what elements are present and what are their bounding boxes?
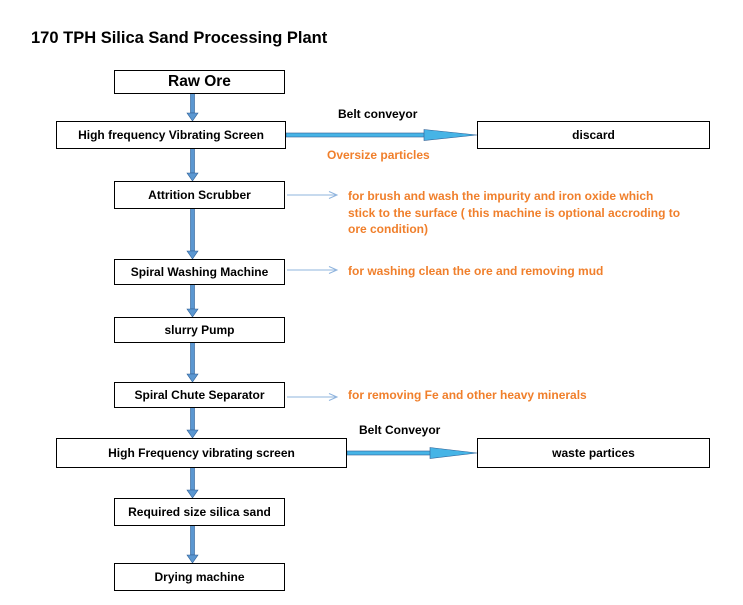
- down-arrow: [186, 147, 199, 182]
- note-line: for removing Fe and other heavy minerals: [348, 388, 587, 402]
- step-drying-machine: Drying machine: [114, 563, 285, 591]
- note-line: for brush and wash the impurity and iron…: [348, 189, 654, 203]
- belt-conveyor-label: Belt conveyor: [338, 107, 418, 121]
- down-arrow: [186, 466, 199, 499]
- note-attrition-scrubber: for brush and wash the impurity and iron…: [348, 188, 680, 238]
- step-required-size-silica-sand: Required size silica sand: [114, 498, 285, 526]
- step-slurry-pump: slurry Pump: [114, 317, 285, 343]
- belt-conveyor-label-2: Belt Conveyor: [359, 423, 441, 437]
- belt-conveyor-arrow: [285, 129, 478, 141]
- oversize-particles-label: Oversize particles: [327, 148, 430, 162]
- output-discard: discard: [477, 121, 710, 149]
- down-arrow: [186, 207, 199, 260]
- step-spiral-chute-separator: Spiral Chute Separator: [114, 382, 285, 408]
- down-arrow: [186, 283, 199, 318]
- step-raw-ore: Raw Ore: [114, 70, 285, 94]
- note-arrow: [287, 266, 339, 274]
- note-spiral-washing: for washing clean the ore and removing m…: [348, 263, 603, 280]
- belt-conveyor-arrow: [346, 447, 478, 459]
- note-line: stick to the surface ( this machine is o…: [348, 205, 681, 220]
- step-attrition-scrubber: Attrition Scrubber: [114, 181, 285, 209]
- diagram-title: 170 TPH Silica Sand Processing Plant: [31, 29, 328, 47]
- down-arrow: [186, 92, 199, 122]
- down-arrow: [186, 406, 199, 439]
- note-line: ore condition): [348, 222, 428, 236]
- note-line: for washing clean the ore and removing m…: [348, 264, 604, 278]
- note-arrow: [287, 191, 339, 199]
- step-spiral-washing-machine: Spiral Washing Machine: [114, 259, 285, 285]
- down-arrow: [186, 524, 199, 564]
- output-waste-particles: waste partices: [477, 438, 710, 468]
- note-spiral-chute: for removing Fe and other heavy minerals: [348, 387, 587, 404]
- step-high-frequency-vibrating-screen: High frequency Vibrating Screen: [56, 121, 286, 149]
- note-arrow: [287, 393, 339, 401]
- down-arrow: [186, 341, 199, 383]
- step-high-frequency-vibrating-screen-2: High Frequency vibrating screen: [56, 438, 347, 468]
